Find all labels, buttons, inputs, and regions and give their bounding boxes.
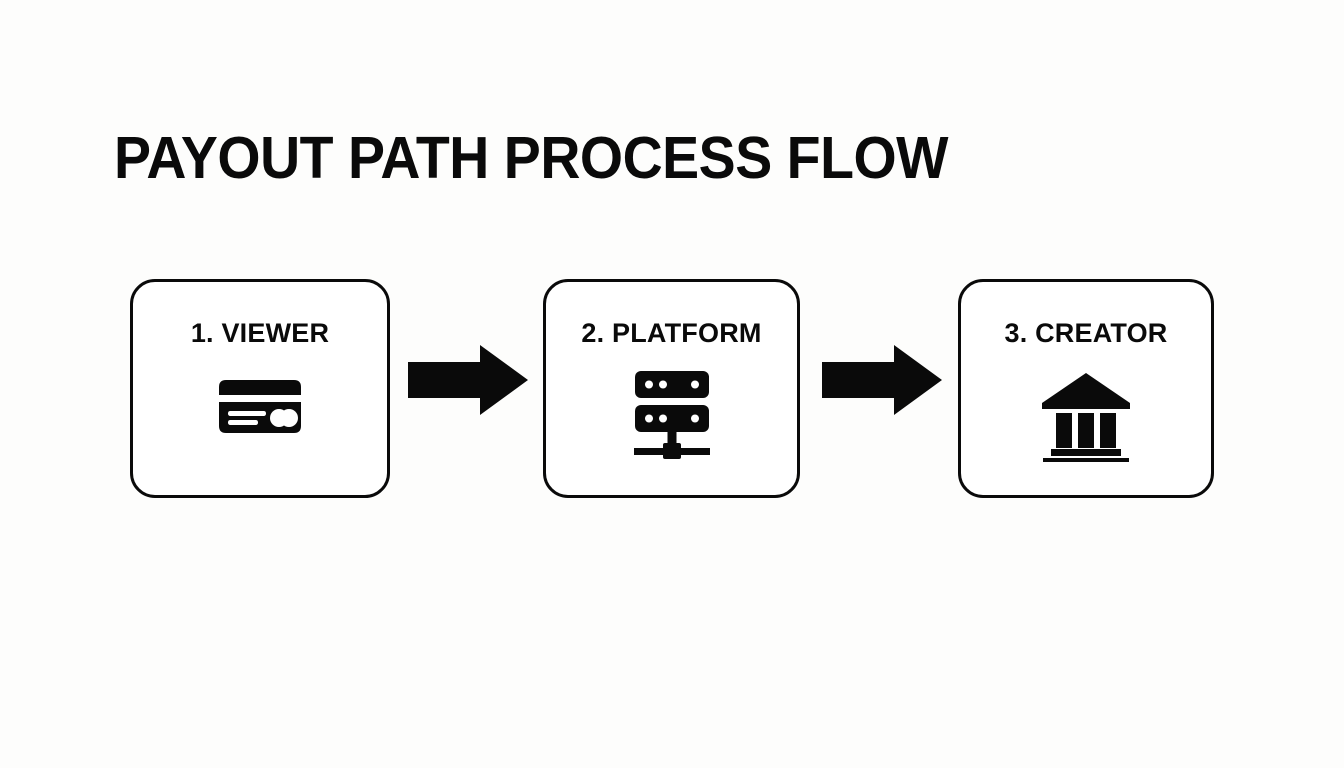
process-flow-row: 1. VIEWER 2. PLATFORM xyxy=(130,279,1214,498)
step-label-creator: 3. CREATOR xyxy=(1004,318,1168,348)
arrow-right-icon-1 xyxy=(408,345,528,415)
credit-card-icon xyxy=(213,378,307,435)
step-label-platform: 2. PLATFORM xyxy=(581,318,762,348)
step-card-viewer[interactable]: 1. VIEWER xyxy=(130,279,390,498)
step-card-platform[interactable]: 2. PLATFORM xyxy=(543,279,800,498)
step-card-creator[interactable]: 3. CREATOR xyxy=(958,279,1214,498)
step-label-viewer: 1. VIEWER xyxy=(190,318,330,348)
page-title: PAYOUT PATH PROCESS FLOW xyxy=(114,125,949,191)
arrow-right-icon-2 xyxy=(822,345,942,415)
bank-icon xyxy=(1040,370,1132,462)
server-rack-icon xyxy=(631,370,713,462)
